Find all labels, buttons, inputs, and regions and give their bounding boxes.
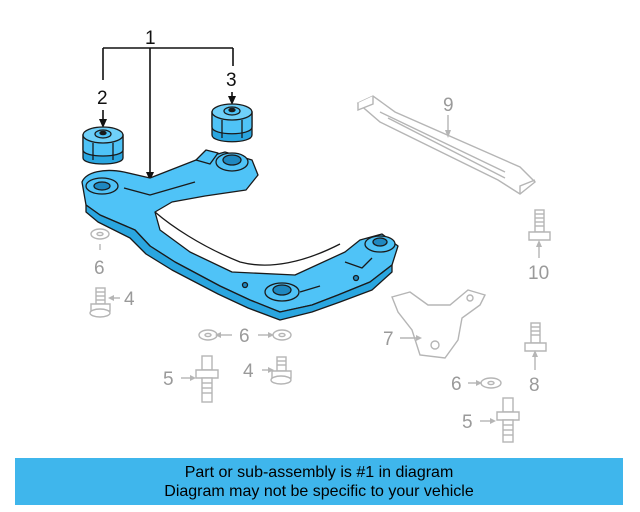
info-banner: Part or sub-assembly is #1 in diagram Di…	[15, 458, 623, 505]
callout-2: 2	[97, 88, 108, 109]
callout-10: 10	[528, 263, 549, 284]
callout-6-right: 6	[451, 374, 462, 395]
bolt-part-10	[528, 209, 551, 258]
banner-line-1: Part or sub-assembly is #1 in diagram	[184, 463, 454, 481]
arrow-part-10	[536, 240, 542, 247]
callout-6-left: 6	[94, 258, 105, 279]
arrow-part-4-center	[268, 367, 274, 373]
bolt-part-5-left	[181, 355, 219, 403]
arrow-part-6-center-left	[215, 332, 221, 338]
callout-7: 7	[383, 329, 394, 350]
callout-arrowheads	[99, 96, 236, 181]
bolt-part-8	[524, 322, 547, 370]
arrow-part-6-right	[476, 380, 482, 386]
washer-part-6-right	[468, 377, 502, 389]
bushing-part-3	[211, 103, 253, 143]
callout-8: 8	[529, 375, 540, 396]
subframe-part-1	[81, 149, 399, 321]
arrow-part-4-left	[108, 295, 114, 301]
callout-3: 3	[226, 70, 237, 91]
arrow-part-6-center-right	[268, 332, 274, 338]
banner-line-2: Diagram may not be specific to your vehi…	[164, 482, 474, 500]
bolt-part-5-right	[480, 397, 520, 443]
arrow-part-7	[416, 335, 422, 341]
callout-5-right: 5	[462, 412, 473, 433]
bracket-part-7	[391, 289, 487, 359]
arrow-part-5-left	[190, 375, 196, 381]
arrow-part-9	[445, 130, 451, 138]
arrow-part-5-right	[490, 418, 496, 424]
callout-1: 1	[145, 28, 156, 49]
callout-9: 9	[443, 95, 454, 116]
callout-5-left: 5	[163, 369, 174, 390]
bolt-part-4-center	[262, 356, 292, 385]
callout-4-center: 4	[243, 361, 254, 382]
callout-6-center: 6	[239, 326, 250, 347]
washer-part-6-left	[90, 228, 110, 250]
bolt-part-4-left	[89, 287, 120, 318]
bushing-part-2	[82, 126, 124, 165]
crossmember-brace-part-9	[356, 95, 537, 195]
callout-4-left: 4	[124, 289, 135, 310]
arrow-part-8	[532, 350, 538, 357]
